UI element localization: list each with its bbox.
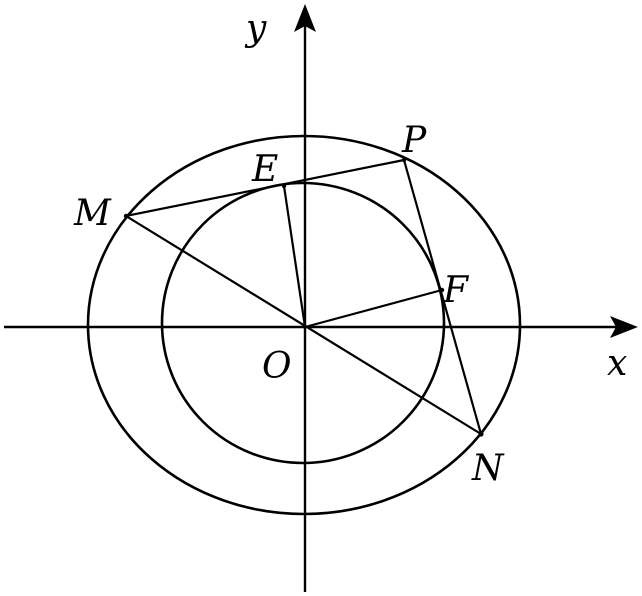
point-m-label: M	[73, 193, 112, 234]
segment-mn	[125, 215, 482, 435]
point-f-dot	[439, 287, 445, 293]
point-p-dot	[401, 157, 407, 163]
segment-oe	[282, 185, 307, 328]
segment-pn	[402, 159, 483, 435]
point-p-label: P	[401, 120, 427, 161]
segment-mp	[125, 158, 405, 218]
segment-of	[304, 288, 443, 329]
origin-label: O	[262, 346, 292, 387]
point-m-dot	[123, 213, 129, 219]
point-n-dot	[478, 431, 484, 437]
point-n-label: N	[471, 448, 505, 489]
y-axis-arrow-icon	[294, 4, 316, 32]
point-e-label: E	[251, 149, 278, 190]
y-axis-label: y	[244, 8, 267, 49]
point-e-dot	[281, 183, 287, 189]
outer-ellipse	[86, 134, 522, 516]
inner-circle	[160, 181, 446, 465]
x-axis-label: x	[607, 343, 627, 384]
point-f-label: F	[442, 270, 470, 311]
x-axis-arrow-icon	[610, 316, 638, 338]
